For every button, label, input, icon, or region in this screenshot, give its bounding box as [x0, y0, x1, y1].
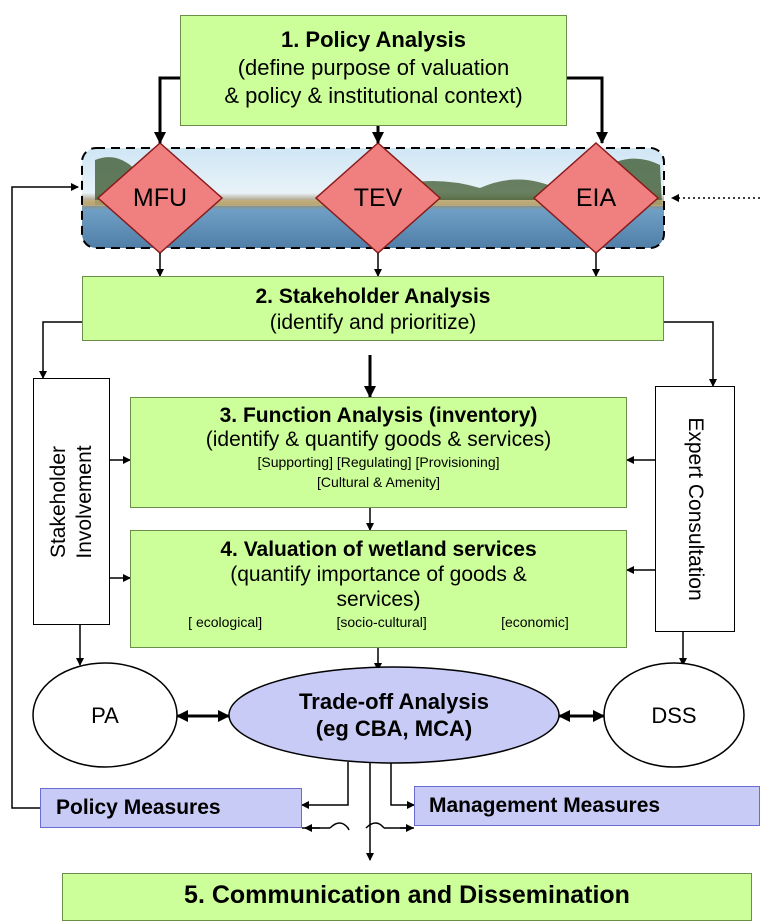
eia-label: EIA [575, 184, 617, 212]
tradeoff-line1: Trade-off Analysis [299, 689, 489, 714]
tradeoff-line2: (eg CBA, MCA) [315, 716, 473, 741]
communication-box: 5. Communication and Dissemination [62, 873, 752, 921]
stakeholder-involvement-line2: Involvement [72, 444, 96, 559]
tev-label: TEV [353, 184, 403, 212]
function-analysis-subtitle: (identify & quantify goods & services) [205, 428, 552, 451]
valuation-line2: services) [336, 588, 421, 611]
stakeholder-involvement-box: Stakeholder Involvement [33, 378, 110, 625]
stakeholder-analysis-title: 2. Stakeholder Analysis [255, 285, 491, 308]
communication-label: 5. Communication and Dissemination [184, 881, 630, 909]
valuation-tag-economic: [economic] [501, 614, 569, 630]
stakeholder-involvement-text: Stakeholder Involvement [46, 445, 98, 558]
dss-circle [603, 662, 745, 768]
function-analysis-box: 3. Function Analysis (inventory) (identi… [130, 397, 627, 508]
function-analysis-tags1: [Supporting] [Regulating] [Provisioning] [257, 454, 500, 470]
management-measures-box: Management Measures [414, 786, 760, 826]
expert-consultation-box: Expert Consultation [655, 386, 735, 632]
pa-label: PA [91, 703, 119, 728]
dss-label: DSS [651, 703, 697, 728]
policy-analysis-line2: & policy & institutional context) [224, 83, 523, 108]
policy-analysis-title: 1. Policy Analysis [280, 27, 467, 52]
stakeholder-analysis-box: 2. Stakeholder Analysis (identify and pr… [82, 276, 664, 341]
pa-circle [32, 662, 178, 768]
stakeholder-analysis-subtitle: (identify and prioritize) [269, 311, 477, 334]
valuation-tag-socio: [socio-cultural] [336, 614, 427, 630]
tradeoff-ellipse [228, 666, 560, 764]
valuation-tags: [ ecological] [socio-cultural] [economic… [131, 612, 626, 632]
valuation-box: 4. Valuation of wetland services (quanti… [130, 530, 627, 648]
valuation-line1: (quantify importance of goods & [230, 563, 527, 586]
mfu-label: MFU [132, 184, 188, 212]
expert-consultation-text: Expert Consultation [684, 417, 707, 601]
policy-measures-box: Policy Measures [40, 788, 302, 828]
policy-analysis-line1: (define purpose of valuation [237, 55, 510, 80]
function-analysis-title: 3. Function Analysis (inventory) [219, 404, 538, 427]
function-analysis-tags2: [Cultural & Amenity] [317, 474, 440, 490]
policy-measures-label: Policy Measures [56, 796, 221, 819]
stakeholder-involvement-line1: Stakeholder [46, 445, 70, 558]
policy-analysis-box: 1. Policy Analysis (define purpose of va… [180, 15, 567, 126]
valuation-title: 4. Valuation of wetland services [220, 538, 537, 561]
tradeoff-label: Trade-off Analysis (eg CBA, MCA) [250, 688, 538, 742]
management-measures-label: Management Measures [429, 794, 661, 817]
valuation-tag-ecological: [ ecological] [188, 614, 263, 630]
